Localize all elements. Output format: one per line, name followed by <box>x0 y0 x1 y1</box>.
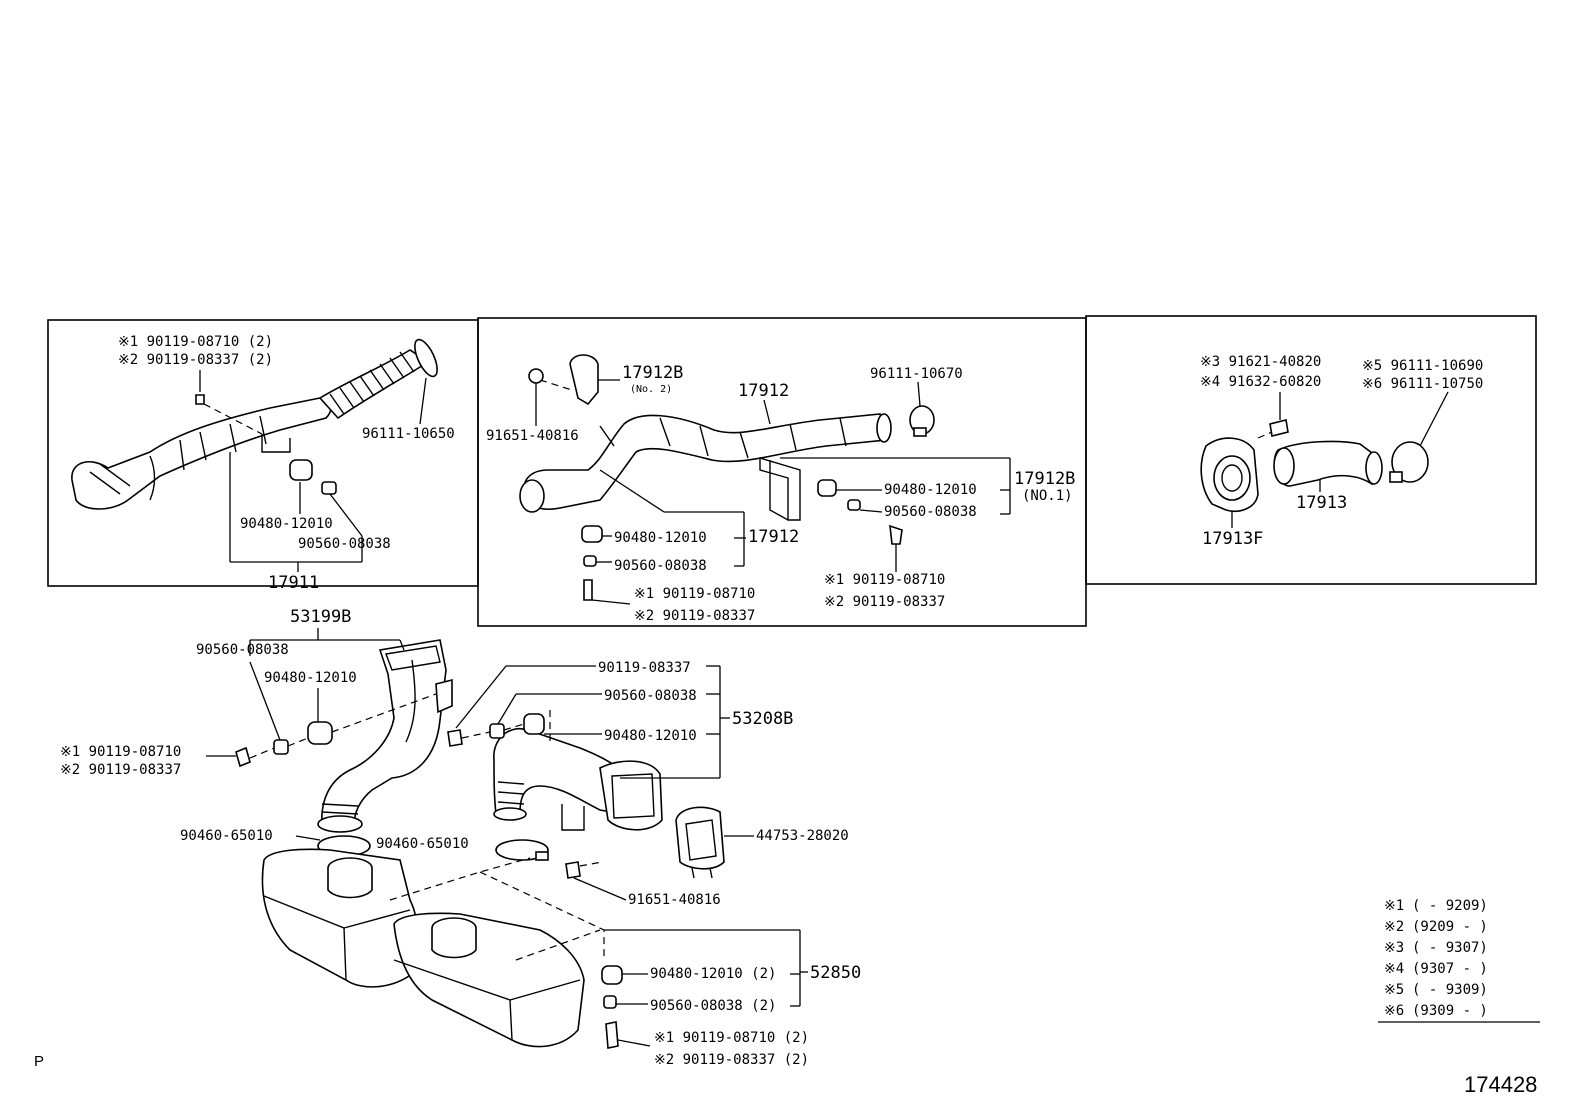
legend-range-5: ( - 9309) <box>1412 982 1488 998</box>
tank-part <box>261 848 623 1049</box>
legend-range-4: (9307 - ) <box>1412 961 1488 977</box>
panel-frames <box>47 315 1537 627</box>
label-lower-rbolt: 91651-40816 <box>628 892 721 908</box>
legend: ※1 ( - 9209) ※2 (9209 - ) ※3 ( - 9307) ※… <box>1378 898 1540 1023</box>
label-lower-clamp-r: 90460-65010 <box>376 836 469 852</box>
label-lower-rscrew: 90119-08337 <box>598 660 691 676</box>
label-center-bracket-no1-sub: (NO.1) <box>1022 488 1073 504</box>
label-center-bolt: 91651-40816 <box>486 428 579 444</box>
label-left-grommet: 90480-12010 <box>240 516 333 532</box>
label-center-bracket-no2-sub: (No. 2) <box>630 384 672 395</box>
label-lower-screw2: ※2 90119-08337 <box>60 762 181 778</box>
label-lower-seal: 44753-28020 <box>756 828 849 844</box>
label-left-note1: ※1 90119-08710 (2) <box>118 334 273 350</box>
label-right-p4: ※4 91632-60820 <box>1200 374 1321 390</box>
panel-right-frame <box>1085 315 1537 585</box>
label-tank-collar: 90560-08038 (2) <box>650 998 776 1014</box>
label-right-p3: ※3 91621-40820 <box>1200 354 1321 370</box>
label-tank-screw2: ※2 90119-08337 (2) <box>654 1052 809 1068</box>
label-left-assembly: 17911 <box>268 573 319 593</box>
legend-mark-5: ※5 <box>1384 982 1404 998</box>
label-lower-rgrommet: 90480-12010 <box>604 728 697 744</box>
label-center-grommet-l: 90480-12010 <box>614 530 707 546</box>
legend-mark-4: ※4 <box>1384 961 1404 977</box>
label-center-collar-r: 90560-08038 <box>884 504 977 520</box>
label-center-hose: 17912 <box>738 381 789 401</box>
label-center-hose-ref: 17912 <box>748 527 799 547</box>
legend-range-1: ( - 9209) <box>1412 898 1488 914</box>
legend-mark-1: ※1 <box>1384 898 1404 914</box>
label-center-screw-l2: ※2 90119-08337 <box>634 608 755 624</box>
legend-mark-6: ※6 <box>1384 1003 1404 1019</box>
legend-range-2: (9209 - ) <box>1412 919 1488 935</box>
label-tank-screw1: ※1 90119-08710 (2) <box>654 1030 809 1046</box>
center-labels: 17912B (No. 2) 17912 96111-10670 91651-4… <box>486 363 1075 624</box>
center-hose-part <box>519 354 935 601</box>
label-left-collar: 90560-08038 <box>298 536 391 552</box>
legend-mark-2: ※2 <box>1384 919 1404 935</box>
label-left-clamp: 96111-10650 <box>362 426 455 442</box>
lower-duct-part <box>235 639 453 857</box>
label-center-screw-r2: ※2 90119-08337 <box>824 594 945 610</box>
lower-left-labels: 53199B 90560-08038 90480-12010 ※1 90119-… <box>60 607 469 852</box>
label-right-flange: 17913F <box>1202 529 1263 549</box>
right-labels: ※3 91621-40820 ※4 91632-60820 ※5 96111-1… <box>1200 354 1483 549</box>
label-right-p5: ※5 96111-10690 <box>1362 358 1483 374</box>
label-lower-duct: 53199B <box>290 607 351 627</box>
figure-number: 174428 <box>1464 1072 1537 1097</box>
label-center-collar-l: 90560-08038 <box>614 558 707 574</box>
label-center-bracket-no1: 17912B <box>1014 469 1075 489</box>
label-center-grommet-r: 90480-12010 <box>884 482 977 498</box>
label-right-p6: ※6 96111-10750 <box>1362 376 1483 392</box>
label-lower-grommet: 90480-12010 <box>264 670 357 686</box>
left-labels: ※1 90119-08710 (2) ※2 90119-08337 (2) 96… <box>118 334 455 593</box>
label-lower-screw1: ※1 90119-08710 <box>60 744 181 760</box>
label-left-note2: ※2 90119-08337 (2) <box>118 352 273 368</box>
label-lower-clamp-l: 90460-65010 <box>180 828 273 844</box>
right-hose-part <box>1200 419 1429 512</box>
label-lower-rcollar: 90560-08038 <box>604 688 697 704</box>
label-center-clamp: 96111-10670 <box>870 366 963 382</box>
legend-range-6: (9309 - ) <box>1412 1003 1488 1019</box>
lower-right-labels: 90119-08337 90560-08038 90480-12010 5320… <box>455 660 849 908</box>
left-hose-part <box>71 338 438 510</box>
legend-range-3: ( - 9307) <box>1412 940 1488 956</box>
tank-labels: 90480-12010 (2) 90560-08038 (2) 52850 ※1… <box>604 929 861 1068</box>
footer-left-mark: P <box>34 1053 44 1070</box>
legend-mark-3: ※3 <box>1384 940 1404 956</box>
label-tank-assembly: 52850 <box>810 963 861 983</box>
label-center-screw-r1: ※1 90119-08710 <box>824 572 945 588</box>
label-center-screw-l1: ※1 90119-08710 <box>634 586 755 602</box>
label-center-bracket-no2: 17912B <box>622 363 683 383</box>
label-lower-rassembly: 53208B <box>732 709 793 729</box>
label-lower-collar: 90560-08038 <box>196 642 289 658</box>
label-tank-grommet: 90480-12010 (2) <box>650 966 776 982</box>
label-right-hose: 17913 <box>1296 493 1347 513</box>
